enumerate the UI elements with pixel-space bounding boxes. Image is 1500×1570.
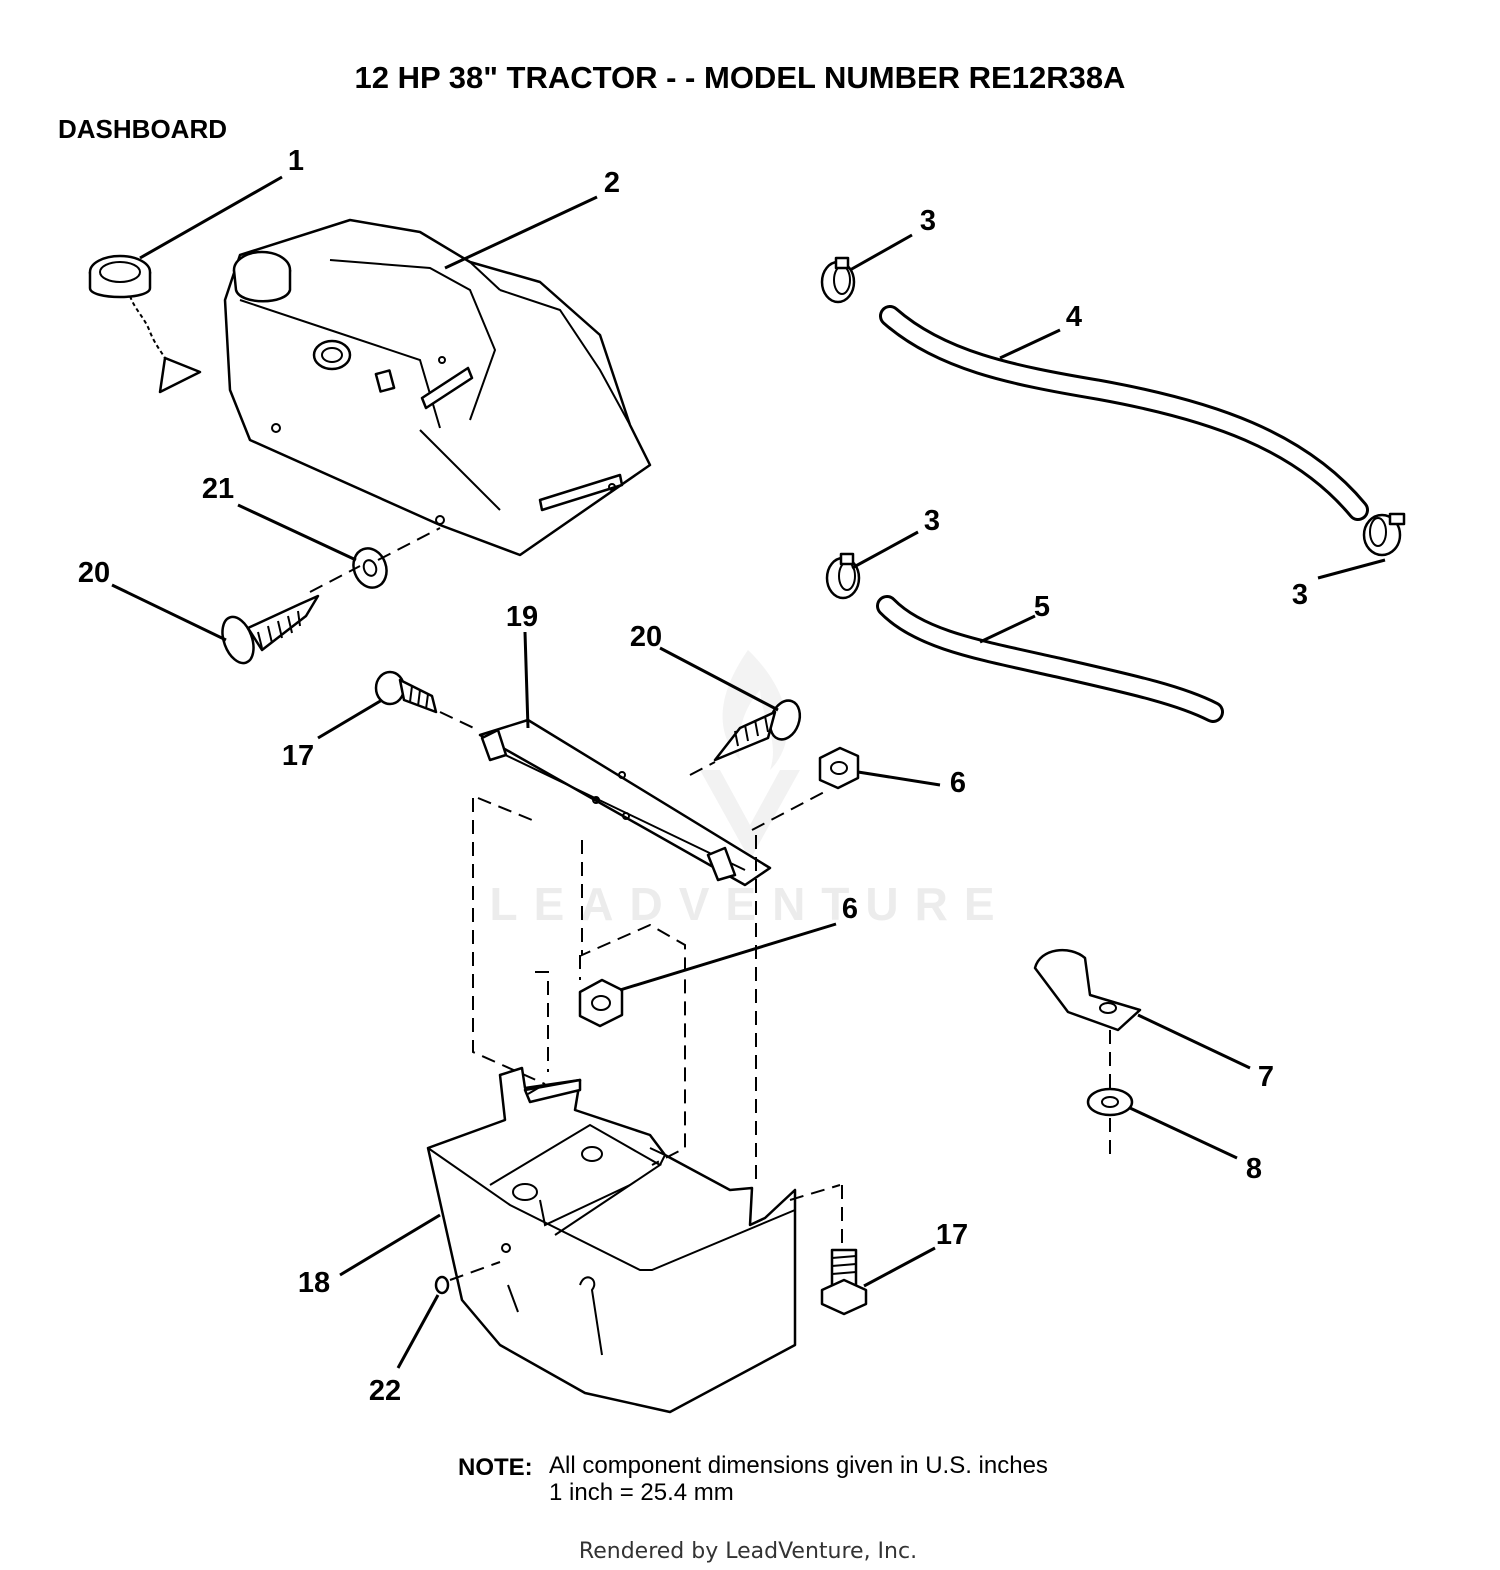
callout-7: 7: [1258, 1061, 1274, 1093]
callout-3-right: 3: [1292, 579, 1308, 611]
part-18-lower-panel[interactable]: [426, 1066, 797, 1414]
part-2-dashboard-console[interactable]: [223, 218, 652, 557]
part-21-washer[interactable]: [348, 544, 392, 593]
part-1-knob[interactable]: [88, 254, 202, 394]
part-3-hose-clamp-right[interactable]: [1362, 512, 1406, 557]
part-19-bracket[interactable]: [478, 718, 772, 887]
callout-17-upper: 17: [282, 740, 314, 772]
callout-17-lower: 17: [936, 1219, 968, 1251]
dimension-note: NOTE: All component dimensions given in …: [458, 1452, 1048, 1506]
part-8-washer[interactable]: [1086, 1087, 1134, 1117]
callout-4: 4: [1066, 301, 1082, 333]
watermark-logo-icon: [700, 650, 800, 860]
callout-numbers: 1 2 3 4 3 3 5 21 20 19 20 17 6 6 7 8 18 …: [78, 145, 1308, 1407]
callout-22: 22: [369, 1375, 401, 1407]
callout-1: 1: [288, 145, 304, 177]
note-line-1: All component dimensions given in U.S. i…: [549, 1452, 1048, 1479]
callout-20-left: 20: [78, 557, 110, 589]
part-17-bolt-lower[interactable]: [820, 1248, 868, 1316]
part-4-fuel-hose[interactable]: [879, 305, 1369, 521]
callout-8: 8: [1246, 1153, 1262, 1185]
assembly-dashed-lines: [309, 527, 1111, 1281]
section-label: DASHBOARD: [58, 114, 227, 144]
callout-19: 19: [506, 601, 538, 633]
note-line-2: 1 inch = 25.4 mm: [549, 1479, 734, 1506]
callout-21: 21: [202, 473, 234, 505]
callout-5: 5: [1034, 591, 1050, 623]
part-17-bolt-upper[interactable]: [374, 670, 438, 714]
callout-leader-lines: [111, 175, 1386, 1369]
part-3-hose-clamp-top[interactable]: [820, 256, 856, 304]
callout-20-right: 20: [630, 621, 662, 653]
part-22-rivet[interactable]: [434, 1275, 450, 1295]
callout-18: 18: [298, 1267, 330, 1299]
callout-2: 2: [604, 167, 620, 199]
part-7-hose-clip[interactable]: [1033, 948, 1142, 1032]
watermark: LEADVENTURE: [489, 650, 1010, 930]
part-6-nut-upper[interactable]: [818, 746, 860, 790]
diagram-title: 12 HP 38" TRACTOR - - MODEL NUMBER RE12R…: [355, 60, 1126, 95]
callout-3-middle: 3: [924, 505, 940, 537]
callout-6-upper: 6: [950, 767, 966, 799]
callout-6-lower: 6: [842, 893, 858, 925]
part-5-fuel-hose[interactable]: [876, 595, 1224, 723]
part-6-nut-lower[interactable]: [578, 978, 624, 1028]
note-label: NOTE:: [458, 1454, 533, 1481]
part-20-screw-left[interactable]: [217, 594, 320, 667]
footer-credit: Rendered by LeadVenture, Inc.: [579, 1539, 917, 1564]
part-3-hose-clamp-middle[interactable]: [825, 552, 861, 600]
callout-3-top: 3: [920, 205, 936, 237]
watermark-text: LEADVENTURE: [489, 878, 1010, 930]
